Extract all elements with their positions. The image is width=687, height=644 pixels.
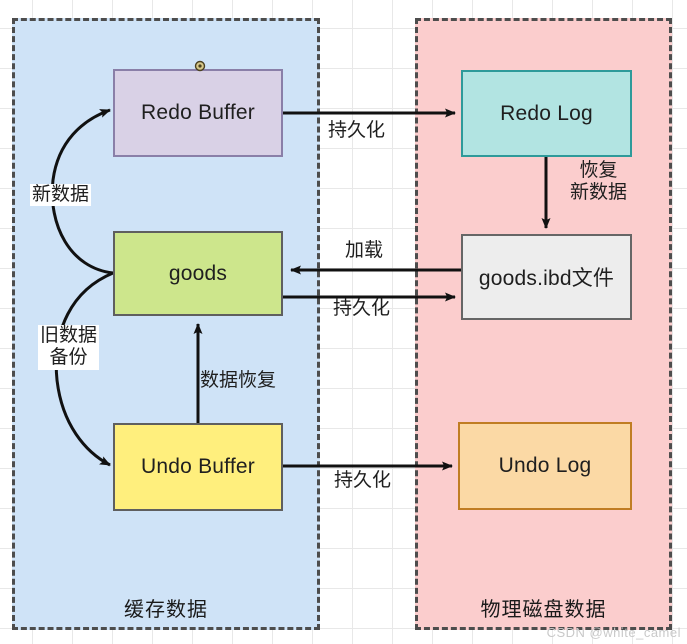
- region-disk-label: 物理磁盘数据: [480, 599, 607, 621]
- node-redo-log-label: Redo Log: [500, 101, 593, 125]
- edge-label-persist-goods: 持久化: [333, 298, 391, 319]
- node-ibd-file-label: goods.ibd文件: [478, 267, 615, 290]
- node-ibd-file[interactable]: goods.ibd文件: [461, 234, 632, 320]
- edge-label-persist-undo: 持久化: [334, 470, 392, 491]
- edge-label-load: 加载: [345, 240, 384, 261]
- mouse-cursor-icon: [194, 60, 206, 72]
- edge-label-persist-redo: 持久化: [328, 120, 386, 141]
- node-redo-log[interactable]: Redo Log: [461, 70, 632, 157]
- edge-label-data-recover: 数据恢复: [200, 370, 277, 391]
- node-undo-buffer[interactable]: Undo Buffer: [113, 423, 283, 511]
- edge-label-restore: 恢复 新数据: [570, 160, 628, 204]
- node-goods-label: goods: [168, 261, 228, 285]
- region-cache-label: 缓存数据: [124, 599, 208, 621]
- node-undo-log[interactable]: Undo Log: [458, 422, 632, 510]
- edge-label-new-data: 新数据: [30, 184, 92, 207]
- watermark-text: CSDN @white_camel: [546, 625, 681, 640]
- node-undo-log-label: Undo Log: [498, 454, 592, 477]
- edge-label-old-data: 旧数据 备份: [38, 325, 100, 370]
- node-undo-buffer-label: Undo Buffer: [141, 455, 255, 478]
- node-redo-buffer-label: Redo Buffer: [141, 101, 255, 124]
- node-redo-buffer[interactable]: Redo Buffer: [113, 69, 283, 157]
- node-goods[interactable]: goods: [113, 231, 283, 316]
